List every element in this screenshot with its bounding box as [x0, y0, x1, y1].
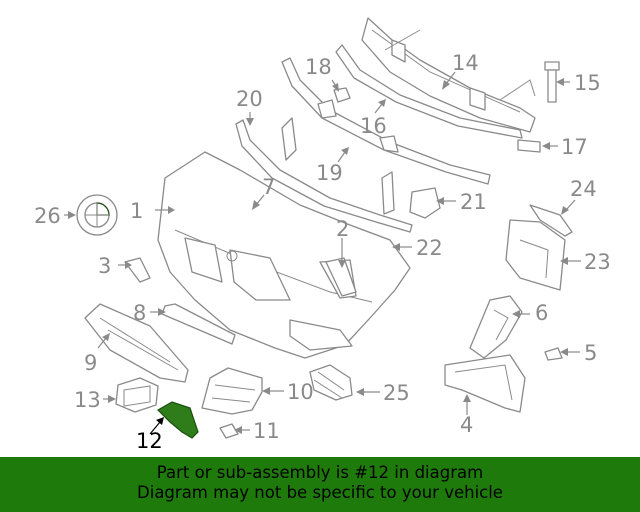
part-15-bolt — [544, 61, 560, 103]
part-26-emblem — [76, 194, 118, 236]
callout-2: 2 — [336, 217, 349, 241]
callout-17: 17 — [561, 135, 588, 159]
callout-22: 22 — [416, 236, 443, 260]
part-17-bracket — [517, 139, 541, 153]
part-23-side-bracket — [505, 219, 566, 291]
part-6-side-bracket — [469, 295, 523, 359]
callout-14: 14 — [452, 51, 479, 75]
part-11-clip — [219, 423, 239, 439]
callout-13: 13 — [74, 388, 101, 412]
parts-diagram: 1 2 3 4 5 6 7 8 9 10 11 12 13 14 15 16 1… — [34, 17, 611, 453]
part-19-upper-strip — [281, 57, 491, 185]
callout-12: 12 — [136, 429, 163, 453]
callout-24: 24 — [570, 177, 597, 201]
callout-26: 26 — [34, 204, 61, 228]
callout-6: 6 — [535, 301, 548, 325]
callout-4: 4 — [460, 413, 473, 437]
leader-lines — [64, 71, 581, 435]
part-4-side-support — [444, 354, 526, 413]
part-3-bracket — [124, 257, 151, 283]
part-24-strip — [529, 204, 573, 237]
callout-11: 11 — [253, 419, 280, 443]
banner-line-disclaimer: Diagram may not be specific to your vehi… — [137, 483, 503, 502]
part-14-bumper-carrier — [361, 17, 536, 133]
callout-1: 1 — [130, 199, 143, 223]
part-5-clip — [544, 347, 563, 361]
callout-10: 10 — [287, 380, 314, 404]
callout-23: 23 — [584, 250, 611, 274]
info-banner: Part or sub-assembly is #12 in diagram D… — [0, 457, 640, 512]
banner-line-part: Part or sub-assembly is #12 in diagram — [156, 463, 484, 482]
callout-19: 19 — [316, 161, 343, 185]
part-18-clip — [333, 87, 351, 103]
callout-25: 25 — [383, 381, 410, 405]
callout-9: 9 — [84, 351, 97, 375]
callout-labels: 1 2 3 4 5 6 7 8 9 10 11 12 13 14 15 16 1… — [34, 51, 611, 453]
part-13-fog-trim — [115, 377, 159, 413]
callout-16: 16 — [360, 114, 387, 138]
callout-8: 8 — [133, 301, 146, 325]
callout-15: 15 — [574, 71, 601, 95]
part-20-support-strip — [235, 117, 413, 233]
callout-3: 3 — [98, 254, 111, 278]
part-25-grille-mesh — [309, 364, 353, 401]
part-16-carrier-strip — [335, 44, 523, 139]
callout-18: 18 — [305, 55, 332, 79]
part-2-bracket — [325, 257, 357, 297]
callout-21: 21 — [460, 190, 487, 214]
part-10-grille-panel — [201, 367, 263, 415]
callout-7: 7 — [262, 175, 275, 199]
part-12-highlighted — [157, 401, 199, 439]
part-21-bracket — [409, 187, 441, 219]
part-9-lower-grille — [84, 303, 189, 383]
callout-20: 20 — [236, 87, 263, 111]
callout-5: 5 — [584, 341, 597, 365]
